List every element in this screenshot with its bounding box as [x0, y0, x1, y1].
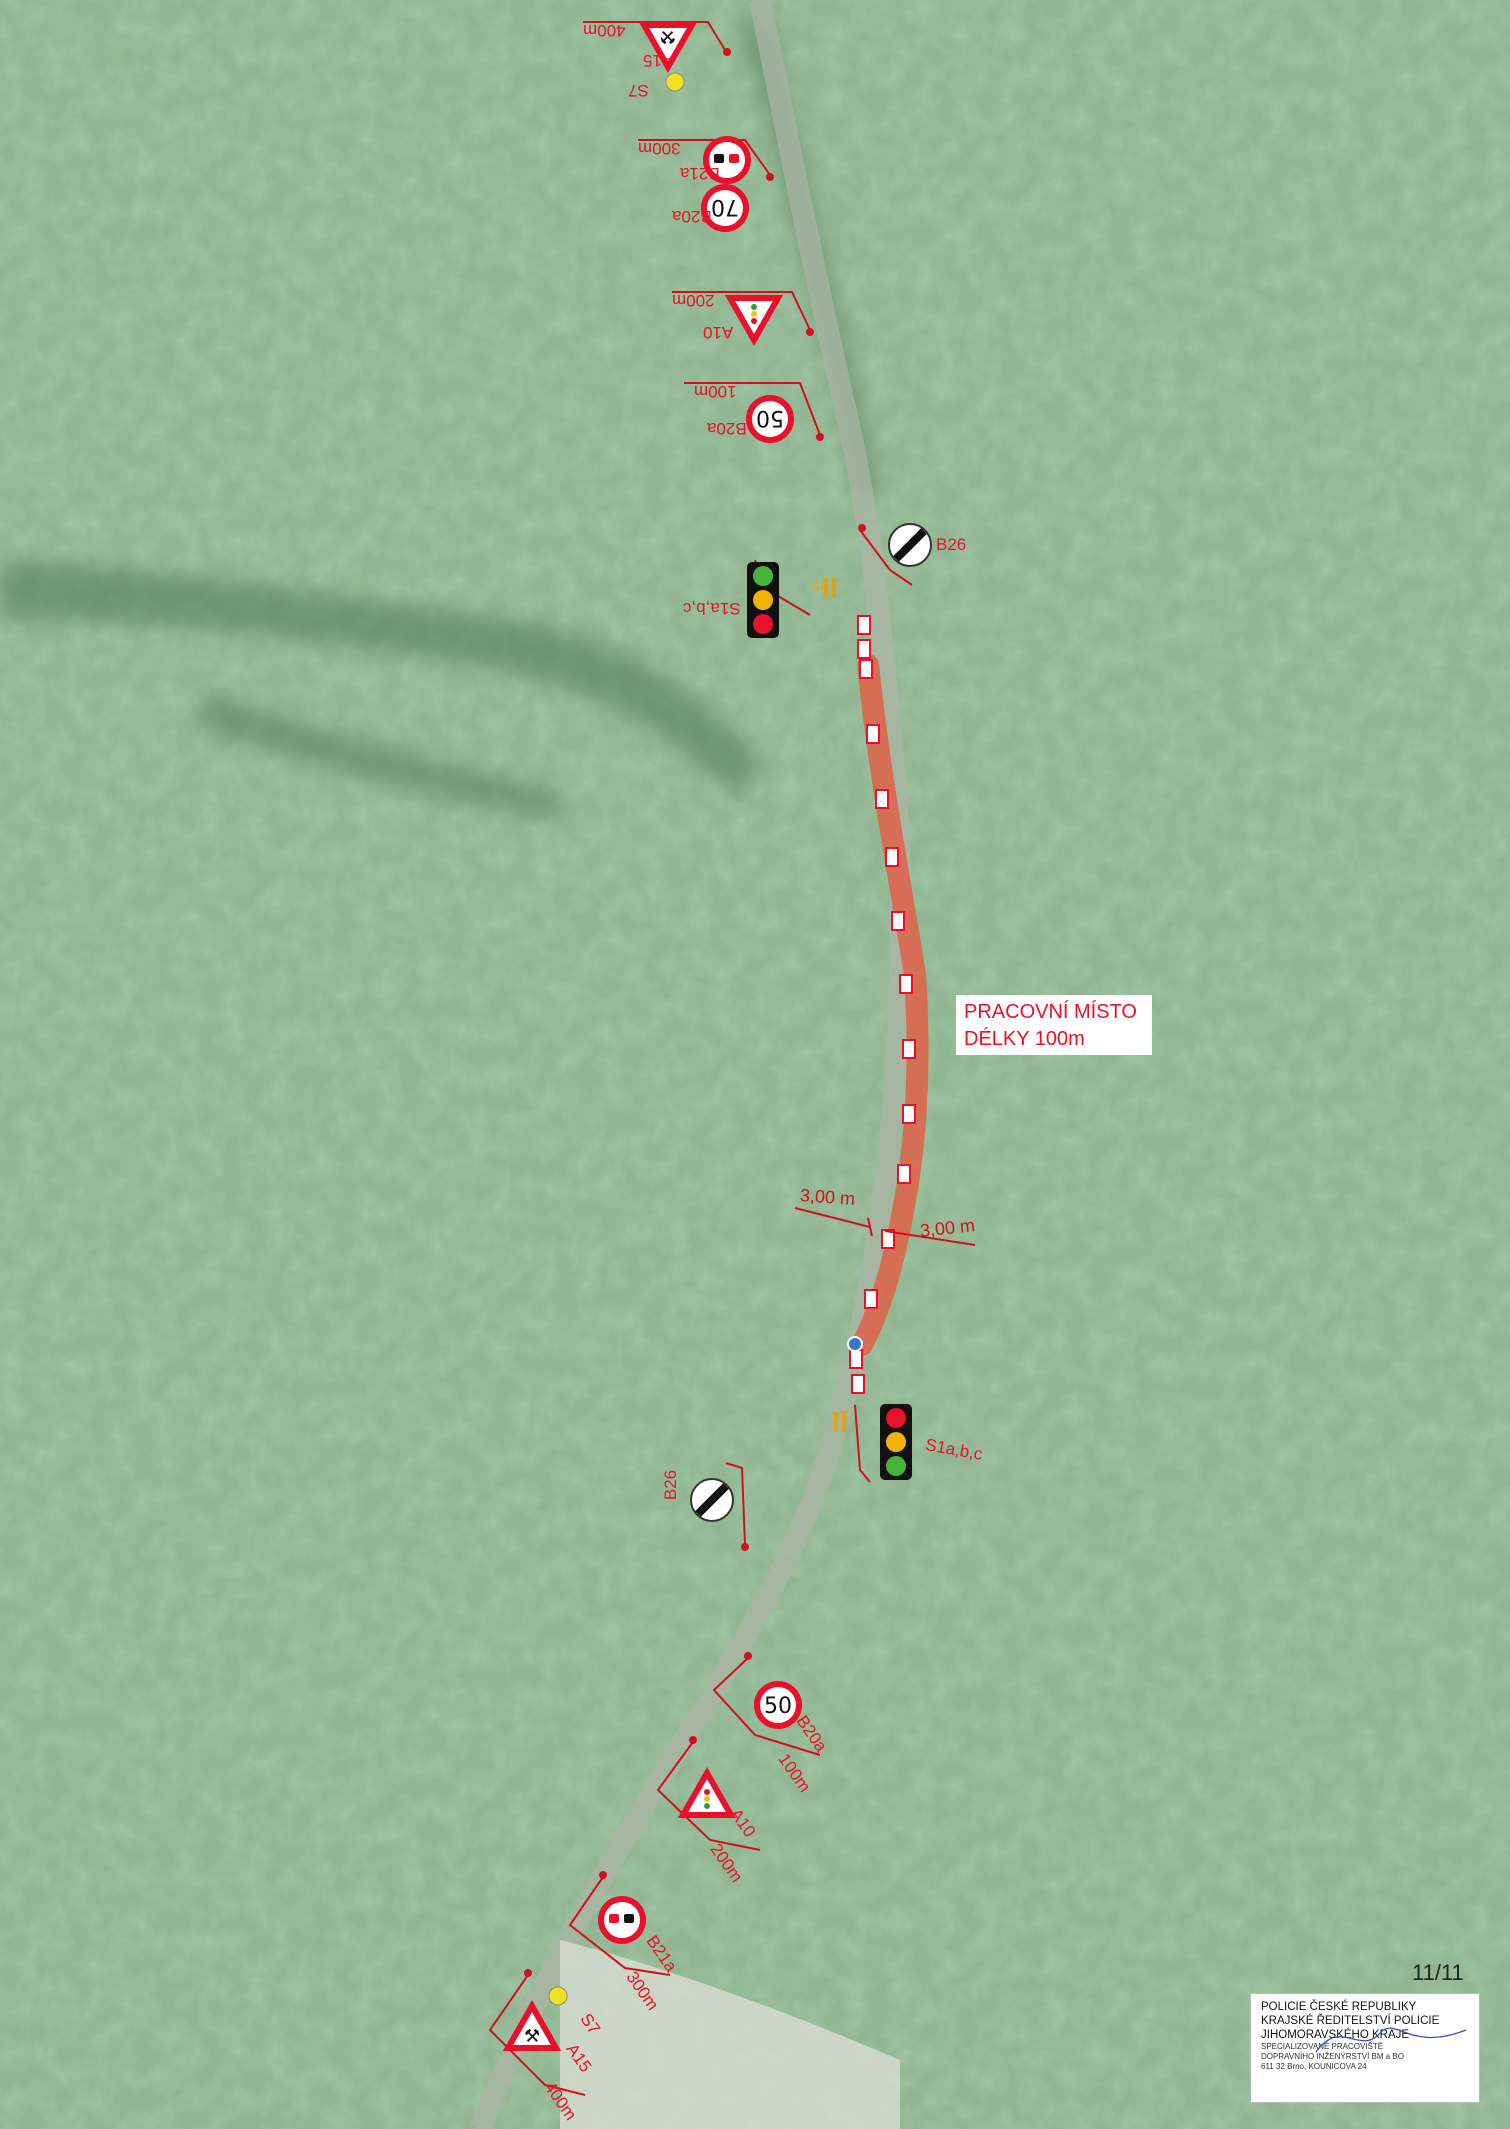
stamp-line-5: DOPRAVNÍHO INŽENÝRSTVÍ BM a BO: [1261, 2052, 1404, 2061]
sign-b20a-70: 70: [701, 184, 749, 232]
page-number: 11/11: [1412, 1960, 1464, 1985]
work-zone-title: PRACOVNÍ MÍSTO: [964, 1001, 1137, 1023]
signal-south: [880, 1404, 912, 1480]
sign-b26-north: [888, 523, 932, 567]
sign-b20a-50-south: 50: [754, 1681, 802, 1729]
sign-a15-south: ⚒: [502, 1999, 562, 2051]
label-a15-distance-north: 400m: [583, 21, 626, 40]
svg-text:50: 50: [764, 1694, 792, 1719]
signature-icon: [1315, 2027, 1467, 2053]
direction-marker-icon: [847, 1336, 863, 1352]
sign-posts-south: [488, 1404, 871, 2096]
label-b26-north: B26: [936, 535, 967, 554]
dimension-lines: [794, 1207, 976, 1246]
label-a10-distance-north: 200m: [672, 291, 715, 310]
sign-a15-north: ⚒: [638, 22, 698, 74]
label-b20a-code-70: B20a: [672, 207, 712, 226]
sign-b26-south: [690, 1478, 734, 1522]
label-s7-code-north: S7: [628, 81, 649, 100]
label-a15-code-north: A15: [643, 51, 674, 70]
stamp-line-4: SPECIALIZOVANÉ PRACOVIŠTĚ: [1261, 2042, 1384, 2051]
svg-text:⚒: ⚒: [660, 26, 676, 47]
svg-text:⚒: ⚒: [524, 2026, 540, 2047]
barriers: [847, 615, 916, 1394]
sign-a10-south: [677, 1766, 737, 1818]
label-b21a-code-north: B21a: [680, 164, 720, 183]
stop-line-south: [834, 1412, 846, 1432]
road: [469, 0, 912, 2129]
label-b21a-distance-north: 300m: [638, 139, 681, 158]
work-zone-length: DÉLKY 100m: [964, 1028, 1085, 1050]
sign-a10-north: [724, 295, 784, 347]
label-v5-south: V5: [832, 1408, 850, 1424]
label-b20a-distance-north: 100m: [694, 382, 737, 401]
stamp-line-3: JIHOMORAVSKÉHO KRAJE: [1261, 2029, 1410, 2041]
svg-text:70: 70: [711, 194, 739, 219]
stamp-line-6: 611 32 Brno, KOUNICOVA 24: [1261, 2062, 1367, 2071]
sign-b21a-south: [598, 1896, 646, 1944]
stop-line-north: [824, 578, 836, 598]
svg-text:50: 50: [756, 405, 784, 430]
dimension-left: 3,00 m: [799, 1185, 856, 1209]
label-b20a-code-north: B20a: [707, 419, 747, 438]
stamp-line-2: KRAJSKÉ ŘEDITELSTVÍ POLICIE: [1261, 2015, 1440, 2027]
sign-b20a-50-north: 50: [746, 395, 794, 443]
label-v5-north: V5: [812, 578, 830, 594]
yellow-light-icon: [665, 72, 685, 92]
police-approval-stamp: POLICIE ČESKÉ REPUBLIKY KRAJSKÉ ŘEDITELS…: [1250, 1993, 1480, 2103]
yellow-light-icon: [548, 1986, 568, 2006]
sign-b21a-north: [703, 136, 751, 184]
label-signal-north: S1a,b,c: [683, 599, 741, 618]
work-zone-label: PRACOVNÍ MÍSTO DÉLKY 100m: [956, 995, 1152, 1055]
signal-north: [747, 562, 779, 638]
label-a10-code-north: A10: [703, 323, 734, 342]
label-b26-south: B26: [661, 1469, 681, 1501]
stamp-line-1: POLICIE ČESKÉ REPUBLIKY: [1261, 2001, 1417, 2013]
